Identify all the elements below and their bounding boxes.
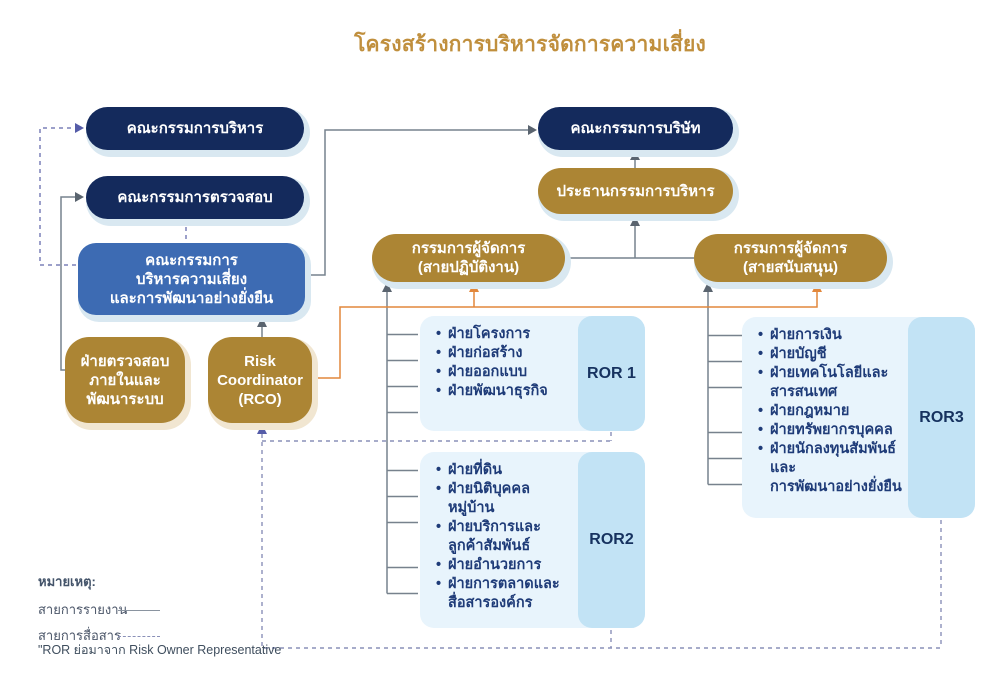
department-list-item: • ฝ่ายการเงิน bbox=[758, 326, 904, 345]
ror1-item-list: • ฝ่ายโครงการ • ฝ่ายก่อสร้าง • ฝ่ายออกแบบ • ฝ่า… bbox=[420, 316, 578, 401]
department-label: ฝ่ายกฎหมาย bbox=[770, 403, 850, 419]
department-label: ฝ่ายการตลาดและ สื่อสารองค์กร bbox=[448, 576, 560, 611]
ror2-tab: ROR2 bbox=[578, 452, 645, 628]
bullet-icon: • bbox=[436, 519, 442, 535]
md-operations-line1: กรรมการผู้จัดการ bbox=[411, 240, 526, 257]
bullet-icon: • bbox=[436, 326, 442, 342]
executive-committee-label: คณะกรรมการบริหาร bbox=[126, 120, 264, 137]
legend-communication-row: สายการสื่อสาร bbox=[38, 628, 160, 644]
department-label: ฝ่ายเทคโนโลยีและ สารสนเทศ bbox=[770, 365, 889, 400]
ror1-tab: ROR 1 bbox=[578, 316, 645, 431]
bullet-icon: • bbox=[436, 462, 442, 478]
bullet-icon: • bbox=[758, 346, 764, 362]
md-support-box: กรรมการผู้จัดการ (สายสนับสนุน) bbox=[694, 234, 887, 282]
internal-audit-line2: ภายในและ bbox=[89, 371, 161, 389]
legend-heading: หมายเหตุ: bbox=[38, 574, 96, 589]
ror2-group-box: • ฝ่ายที่ดิน • ฝ่ายนิติบุคคลหมู่บ้าน • ฝ่ายบร… bbox=[420, 452, 645, 628]
audit-committee-label: คณะกรรมการตรวจสอบ bbox=[117, 189, 273, 206]
department-label: ฝ่ายนักลงทุนสัมพันธ์และ การพัฒนาอย่างยั่… bbox=[770, 441, 902, 495]
bullet-icon: • bbox=[436, 481, 442, 497]
bullet-icon: • bbox=[436, 364, 442, 380]
md-support-line2: (สายสนับสนุน) bbox=[743, 259, 838, 276]
risk-committee-line3: และการพัฒนาอย่างยั่งยืน bbox=[109, 289, 274, 307]
internal-audit-line3: พัฒนาระบบ bbox=[86, 390, 164, 408]
risk-coordinator-line1: Risk bbox=[244, 352, 276, 370]
page-title: โครงสร้างการบริหารจัดการความเสี่ยง bbox=[354, 33, 706, 56]
bullet-icon: • bbox=[436, 383, 442, 399]
department-list-item: • ฝ่ายพัฒนาธุรกิจ bbox=[436, 382, 574, 401]
department-list-item: • ฝ่ายอำนวยการ bbox=[436, 556, 574, 575]
internal-audit-line1: ฝ่ายตรวจสอบ bbox=[80, 352, 170, 370]
department-list-item: • ฝ่ายกฎหมาย bbox=[758, 402, 904, 421]
risk-committee-line1: คณะกรรมการ bbox=[145, 251, 238, 269]
department-list-item: • ฝ่ายการตลาดและ สื่อสารองค์กร bbox=[436, 575, 574, 613]
department-label: ฝ่ายก่อสร้าง bbox=[448, 345, 523, 361]
executive-chairman-box: ประธานกรรมการบริหาร bbox=[538, 168, 733, 214]
department-label: ฝ่ายนิติบุคคลหมู่บ้าน bbox=[448, 481, 530, 516]
department-list-item: • ฝ่ายนักลงทุนสัมพันธ์และ การพัฒนาอย่างยั… bbox=[758, 440, 904, 497]
audit-committee-box: คณะกรรมการตรวจสอบ bbox=[86, 176, 304, 219]
department-label: ฝ่ายบริการและ ลูกค้าสัมพันธ์ bbox=[448, 519, 541, 554]
bullet-icon: • bbox=[758, 327, 764, 343]
bullet-icon: • bbox=[436, 576, 442, 592]
ror3-group-box: • ฝ่ายการเงิน • ฝ่ายบัญชี • ฝ่ายเทคโนโลยีและ … bbox=[742, 317, 975, 518]
ror1-group-box: • ฝ่ายโครงการ • ฝ่ายก่อสร้าง • ฝ่ายออกแบบ • ฝ่า… bbox=[420, 316, 645, 431]
department-list-item: • ฝ่ายโครงการ bbox=[436, 325, 574, 344]
bullet-icon: • bbox=[758, 365, 764, 381]
ror-footnote: "ROR ย่อมาจาก Risk Owner Representative bbox=[38, 643, 282, 657]
department-list-item: • ฝ่ายเทคโนโลยีและ สารสนเทศ bbox=[758, 364, 904, 402]
risk-coordinator-box: Risk Coordinator (RCO) bbox=[208, 337, 312, 423]
legend-reporting-row: สายการรายงาน bbox=[38, 602, 160, 618]
department-label: ฝ่ายโครงการ bbox=[448, 326, 531, 342]
executive-chairman-label: ประธานกรรมการบริหาร bbox=[556, 182, 715, 200]
board-of-directors-label: คณะกรรมการบริษัท bbox=[570, 120, 701, 137]
md-operations-box: กรรมการผู้จัดการ (สายปฏิบัติงาน) bbox=[372, 234, 565, 282]
bullet-icon: • bbox=[758, 403, 764, 419]
legend-reporting-label: สายการรายงาน bbox=[38, 602, 128, 617]
department-label: ฝ่ายพัฒนาธุรกิจ bbox=[448, 383, 548, 399]
department-list-item: • ฝ่ายนิติบุคคลหมู่บ้าน bbox=[436, 480, 574, 518]
legend-communication-label: สายการสื่อสาร bbox=[38, 628, 121, 643]
risk-committee-line2: บริหารความเสี่ยง bbox=[135, 270, 248, 288]
department-label: ฝ่ายบัญชี bbox=[770, 346, 827, 362]
solid-line-sample bbox=[118, 610, 160, 611]
department-list-item: • ฝ่ายบัญชี bbox=[758, 345, 904, 364]
bullet-icon: • bbox=[436, 345, 442, 361]
board-of-directors-box: คณะกรรมการบริษัท bbox=[538, 107, 733, 150]
department-label: ฝ่ายที่ดิน bbox=[448, 462, 503, 478]
bullet-icon: • bbox=[436, 557, 442, 573]
executive-committee-box: คณะกรรมการบริหาร bbox=[86, 107, 304, 150]
department-label: ฝ่ายทรัพยากรบุคคล bbox=[770, 422, 893, 438]
risk-coordinator-line2: Coordinator bbox=[217, 371, 303, 389]
department-label: ฝ่ายการเงิน bbox=[770, 327, 842, 343]
ror3-tab: ROR3 bbox=[908, 317, 975, 518]
department-list-item: • ฝ่ายออกแบบ bbox=[436, 363, 574, 382]
department-list-item: • ฝ่ายที่ดิน bbox=[436, 461, 574, 480]
department-label: ฝ่ายออกแบบ bbox=[448, 364, 528, 380]
department-list-item: • ฝ่ายบริการและ ลูกค้าสัมพันธ์ bbox=[436, 518, 574, 556]
dashed-line-sample bbox=[118, 636, 160, 637]
department-list-item: • ฝ่ายทรัพยากรบุคคล bbox=[758, 421, 904, 440]
internal-audit-box: ฝ่ายตรวจสอบ ภายในและ พัฒนาระบบ bbox=[65, 337, 185, 423]
ror3-item-list: • ฝ่ายการเงิน • ฝ่ายบัญชี • ฝ่ายเทคโนโลยีและ … bbox=[742, 317, 908, 497]
department-list-item: • ฝ่ายก่อสร้าง bbox=[436, 344, 574, 363]
bullet-icon: • bbox=[758, 422, 764, 438]
md-support-line1: กรรมการผู้จัดการ bbox=[733, 240, 848, 257]
risk-committee-box: คณะกรรมการ บริหารความเสี่ยง และการพัฒนาอ… bbox=[78, 243, 305, 315]
orange-arrowheads bbox=[469, 282, 822, 292]
risk-coordinator-line3: (RCO) bbox=[238, 390, 282, 408]
md-operations-line2: (สายปฏิบัติงาน) bbox=[417, 259, 520, 276]
bullet-icon: • bbox=[758, 441, 764, 457]
ror2-item-list: • ฝ่ายที่ดิน • ฝ่ายนิติบุคคลหมู่บ้าน • ฝ่ายบร… bbox=[420, 452, 578, 613]
department-label: ฝ่ายอำนวยการ bbox=[448, 557, 542, 573]
legend: หมายเหตุ: สายการรายงาน สายการสื่อสาร bbox=[38, 571, 160, 644]
